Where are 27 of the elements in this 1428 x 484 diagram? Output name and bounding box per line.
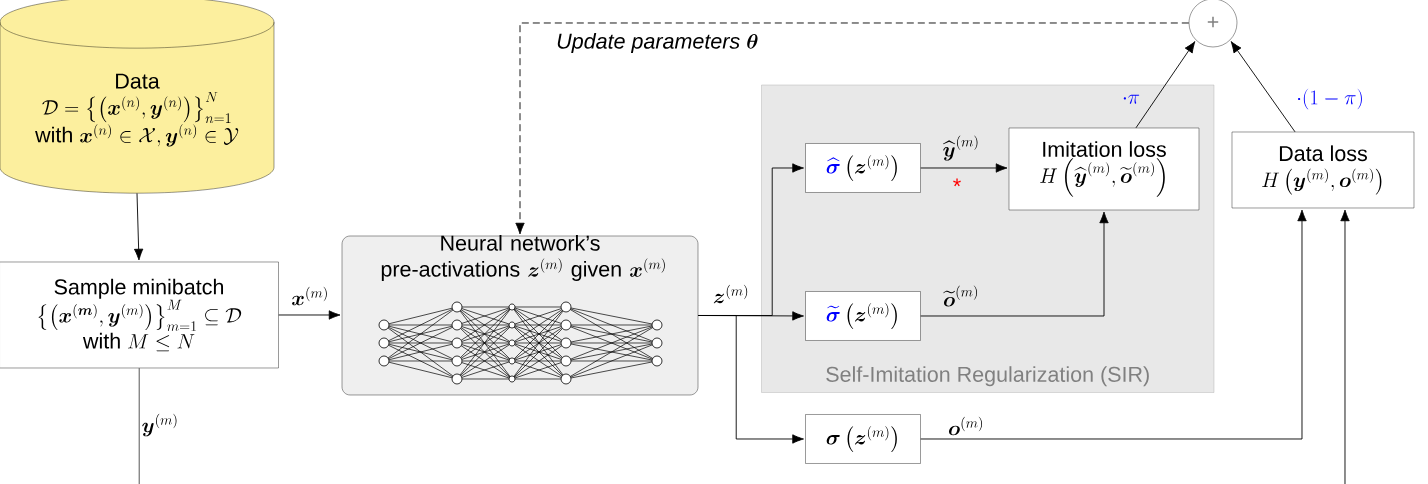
edge-label: $\cdot(1-\pi)$ <box>1298 88 1362 110</box>
loss-box: Data loss $H\left(\boldsymbol{y}^{(m)},\boldsymbol{o}^{(m)}\right)$ <box>1231 131 1415 209</box>
edge-label: $\boldsymbol{o}^{(m)}$ <box>949 416 983 436</box>
database-cylinder: Data $\mathcal{D}=\left\{\left(\boldsymbol{x}^{(n)},\boldsymbol{y}^{(n)}\right)\right\}_{n=1}^{N}$ $\text{with }\boldsymbol{x}^{(n)}\in\mathcal{X},\boldsymbol{y}^{(n)}\in\mathcal{Y}$ <box>0 0 275 194</box>
edge-label: $\cdot\pi$ <box>1123 94 1140 104</box>
edge-label: $\boldsymbol{x}^{(m)}$ <box>292 286 327 306</box>
arrow <box>1135 41 1196 129</box>
arrow <box>1230 41 1296 133</box>
function-box: $\textcolor{blue}{\widetilde{\boldsymbol{\sigma}}}\left(\boldsymbol{z}^{(m)}\right)$ <box>805 291 921 341</box>
arrow <box>920 209 1307 440</box>
function-box: $\boldsymbol{\sigma}\left(\boldsymbol{z}^{(m)}\right)$ <box>805 414 921 464</box>
arrow <box>134 192 144 261</box>
arrow <box>138 209 1350 484</box>
arrow <box>697 315 804 444</box>
arrow <box>920 163 1008 173</box>
arrow <box>278 310 341 320</box>
edge-label: $\boldsymbol{y}^{(m)}$ <box>142 413 177 437</box>
edge-label: $\widehat{\boldsymbol{y}}^{(m)}$ <box>943 135 978 161</box>
arrow <box>515 22 1190 235</box>
process-box: Sample minibatch $\left\{\left(\boldsymbol{x}^{(\boldsymbol{m})},\boldsymbol{y}^{(m)}\right)\right\}_{m=1}^{M}\subseteq\mathcal{D}$ $\text{with }M\leq N$ <box>0 261 279 369</box>
function-box: $\textcolor{blue}{\widehat{\boldsymbol{\sigma}}}\left(\boldsymbol{z}^{(m)}\right)$ <box>805 143 921 193</box>
loss-box: Imitation loss $H\left(\widehat{\boldsymbol{y}}^{(m)},\widetilde{\boldsymbol{o}}^{(m)}\right)$ <box>1008 127 1200 211</box>
edge-label: $\textit{Update parameters }\boldsymbol{\theta}$ <box>557 33 758 54</box>
asterisk-mark: * <box>953 178 961 187</box>
edge-label: $\boldsymbol{z}^{(m)}$ <box>713 284 748 304</box>
arrow <box>920 211 1109 317</box>
edge-label: $\widetilde{\boldsymbol{o}}^{(m)}$ <box>943 285 978 307</box>
